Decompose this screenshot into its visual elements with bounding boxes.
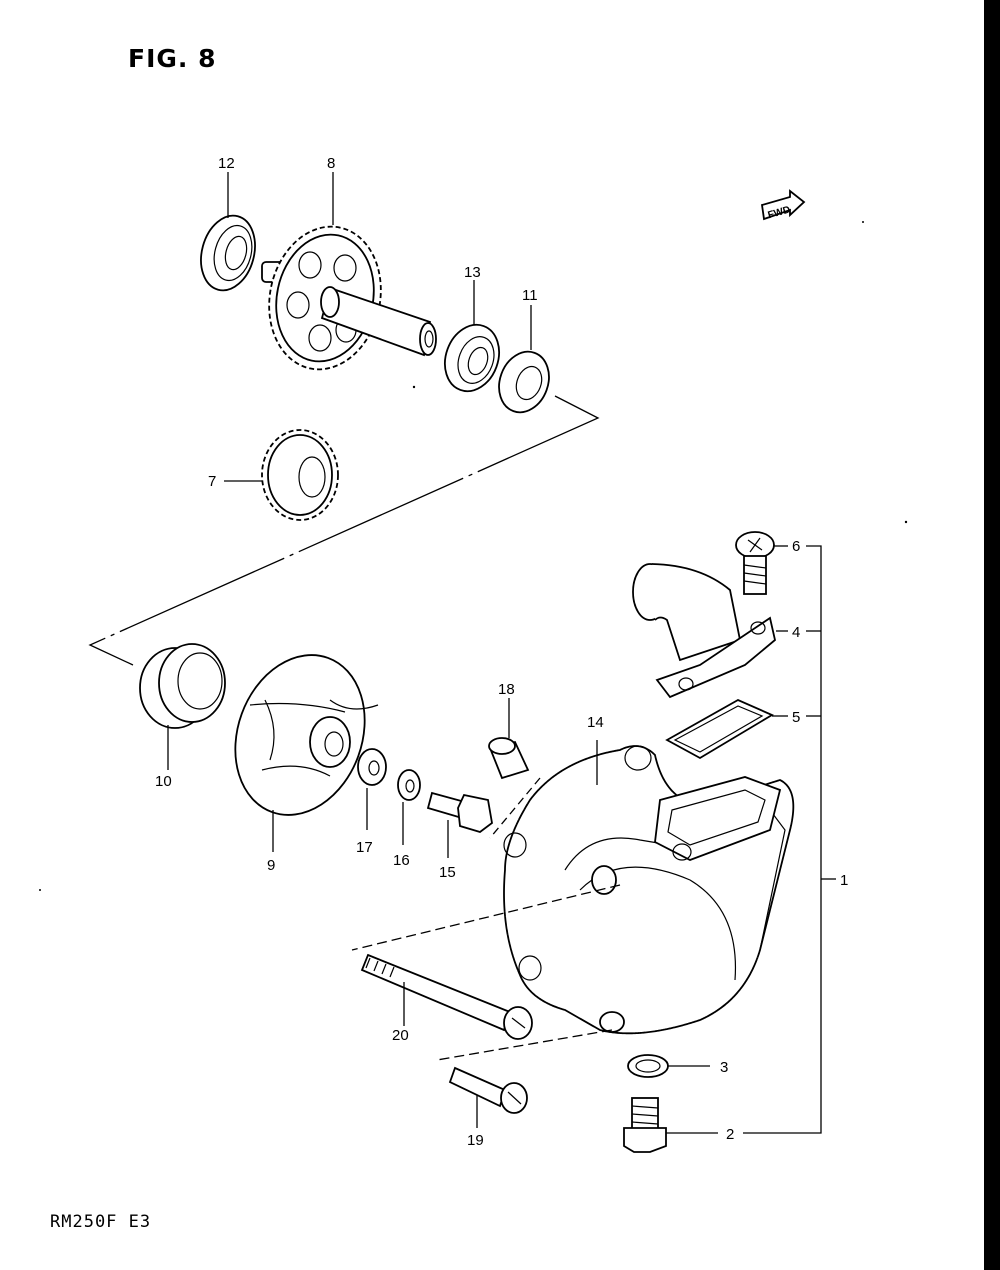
gasket-5 [665,698,774,760]
callout-15: 15 [439,864,456,881]
callout-12: 12 [218,155,235,172]
model-code: RM250F E3 [50,1212,152,1232]
washer-16 [397,769,421,801]
callout-9: 9 [267,857,275,874]
assembly-bracket [743,545,822,1134]
bearing-12 [200,214,256,292]
callout-10: 10 [155,773,172,790]
inlet-elbow-4 [632,563,776,699]
callout-20: 20 [392,1027,409,1044]
impeller-9 [234,654,379,816]
mechanical-seal-10 [139,643,226,729]
short-bolt-19 [448,1066,528,1114]
callout-4: 4 [792,624,800,641]
callout-3: 3 [720,1059,728,1076]
callout-7: 7 [208,473,216,490]
callout-2: 2 [726,1126,734,1143]
drain-plug-2 [623,1097,667,1153]
bearing-13 [444,323,500,393]
long-bolt-20 [360,953,533,1040]
oil-seal-11 [498,350,550,414]
fwd-arrow-icon: FWD [760,189,806,221]
callout-6: 6 [792,538,800,555]
gear-shaft-8 [261,225,437,371]
callout-14: 14 [587,714,604,731]
washer-3 [627,1054,669,1078]
callout-8: 8 [327,155,335,172]
callout-13: 13 [464,264,481,281]
dowel-pin-18 [488,737,530,780]
callout-17: 17 [356,839,373,856]
bolt-15 [426,791,493,833]
page-edge-bar [984,0,1000,1270]
callout-1: 1 [840,872,848,889]
callout-19: 19 [467,1132,484,1149]
washer-17 [357,748,387,786]
callout-5: 5 [792,709,800,726]
callout-11: 11 [522,287,538,304]
pump-cover-14 [503,745,795,1035]
callout-16: 16 [393,852,410,869]
figure-title: FIG. 8 [128,44,217,73]
callout-18: 18 [498,681,515,698]
gear-7 [261,429,339,521]
screw-6 [735,531,775,595]
